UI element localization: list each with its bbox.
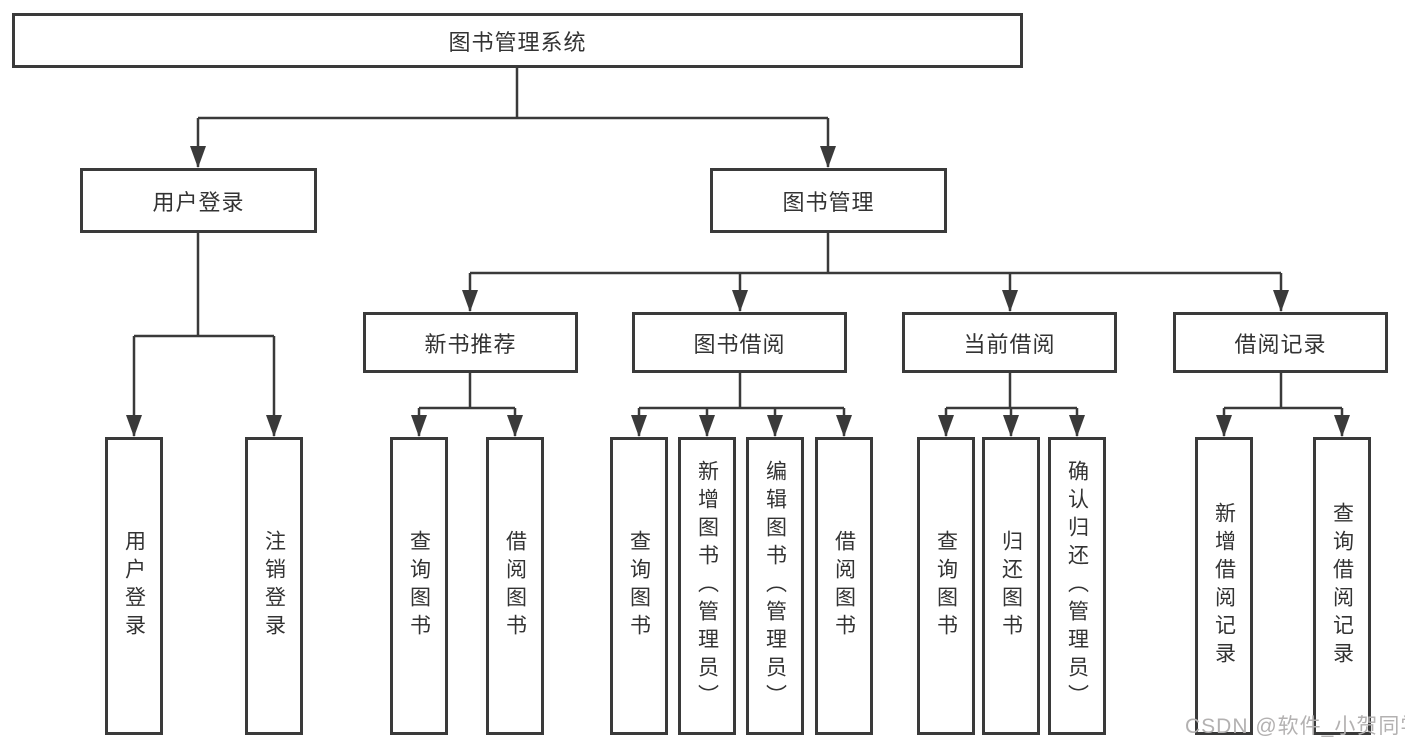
node-root: 图书管理系统 [12, 13, 1023, 68]
node-leaf-record-add-label: 新增借阅记录 [1212, 502, 1236, 670]
node-new-book-recommend: 新书推荐 [363, 312, 578, 373]
node-leaf-recommend-query-book-label: 查询图书 [407, 530, 431, 642]
node-leaf-record-query: 查询借阅记录 [1313, 437, 1371, 735]
node-current-borrow: 当前借阅 [902, 312, 1117, 373]
node-leaf-recommend-borrow-book-label: 借阅图书 [503, 530, 527, 642]
node-leaf-borrow-borrow-book: 借阅图书 [815, 437, 873, 735]
node-leaf-user-login-label: 用户登录 [122, 530, 146, 642]
node-leaf-user-login: 用户登录 [105, 437, 163, 735]
node-leaf-borrow-query-book-label: 查询图书 [627, 530, 651, 642]
node-leaf-borrow-add-book: 新增图书（管理员） [678, 437, 736, 735]
node-leaf-logout: 注销登录 [245, 437, 303, 735]
node-leaf-current-query-book: 查询图书 [917, 437, 975, 735]
node-leaf-borrow-query-book: 查询图书 [610, 437, 668, 735]
node-leaf-current-return-book-label: 归还图书 [999, 530, 1023, 642]
node-leaf-current-confirm-return: 确认归还（管理员） [1048, 437, 1106, 735]
node-leaf-record-add: 新增借阅记录 [1195, 437, 1253, 735]
csdn-watermark: CSDN @软件_小贺同学 [1185, 715, 1405, 738]
node-book-borrow: 图书借阅 [632, 312, 847, 373]
node-leaf-current-query-book-label: 查询图书 [934, 530, 958, 642]
node-leaf-borrow-borrow-book-label: 借阅图书 [832, 530, 856, 642]
node-leaf-logout-label: 注销登录 [262, 530, 286, 642]
node-user-login: 用户登录 [80, 168, 317, 233]
node-leaf-borrow-edit-book-label: 编辑图书（管理员） [763, 460, 787, 712]
node-leaf-borrow-add-book-label: 新增图书（管理员） [695, 460, 719, 712]
node-leaf-recommend-borrow-book: 借阅图书 [486, 437, 544, 735]
node-leaf-record-query-label: 查询借阅记录 [1330, 502, 1354, 670]
node-leaf-recommend-query-book: 查询图书 [390, 437, 448, 735]
node-leaf-borrow-edit-book: 编辑图书（管理员） [746, 437, 804, 735]
node-leaf-current-return-book: 归还图书 [982, 437, 1040, 735]
node-book-management: 图书管理 [710, 168, 947, 233]
node-leaf-current-confirm-return-label: 确认归还（管理员） [1065, 460, 1089, 712]
node-borrow-records: 借阅记录 [1173, 312, 1388, 373]
